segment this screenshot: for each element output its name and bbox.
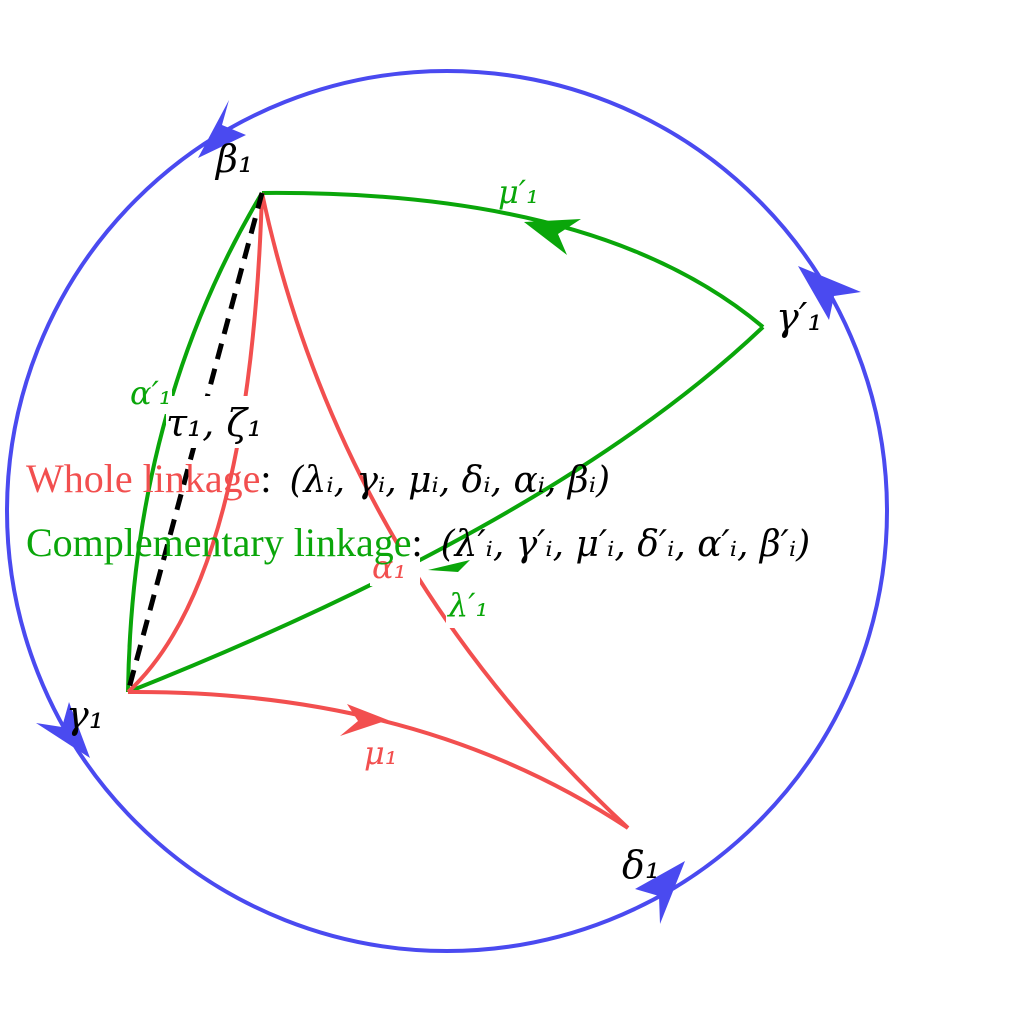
label-mu1-prime: μ′₁ [498,173,539,211]
red-alpha1-curve [260,192,630,830]
green-mu1-prime-curve [261,190,765,329]
circle-arrow-bottom [635,861,685,924]
label-lambda1-prime: λ′₁ [446,586,488,624]
legend-whole-colon: : [260,456,271,501]
circle-arrow-top [198,100,246,158]
label-mask-alpha1 [370,546,420,586]
label-gamma1: γ₁ [66,693,104,737]
label-gamma1-prime: γ′₁ [776,295,823,339]
red-mu1-curve [127,689,630,830]
label-alpha1: α₁ [372,548,406,586]
label-beta1: β₁ [214,137,253,181]
label-mask-tau-zeta [166,396,270,448]
legend-comp-tuple: (λ′ᵢ, γ′ᵢ, μ′ᵢ, δ′ᵢ, α′ᵢ, β′ᵢ) [441,524,811,565]
red-tau-curve [126,192,264,694]
green-alpha1-prime-curve [126,191,264,693]
label-mask-alpha1-prime [128,370,172,414]
circle-arrow-left [36,702,90,758]
lambda1-prime-arrow [428,560,470,572]
label-tau-zeta: τ₁, ζ₁ [166,401,262,445]
legend-whole-tuple: (λᵢ, γᵢ, μᵢ, δᵢ, αᵢ, βᵢ) [289,460,610,501]
mu1-arrow [340,704,388,736]
legend-comp-colon: : [411,520,422,565]
label-mask-lambda1-prime [446,572,498,628]
boundary-circle [5,69,889,953]
label-mu1: μ₁ [364,734,398,772]
dashed-geodesic [125,192,265,693]
legend-whole-name: Whole linkage [26,456,260,501]
mu1-prime-arrow [524,219,581,255]
legend-comp-name: Complementary linkage [26,520,411,565]
label-delta1: δ₁ [622,843,660,887]
circle-arrow-right [798,266,861,320]
green-lambda1-prime-curve [127,325,765,694]
legend-whole: Whole linkage: (λᵢ, γᵢ, μᵢ, δᵢ, αᵢ, βᵢ) [26,456,610,501]
label-alpha1-prime: α′₁ [130,374,172,412]
legend-complementary: Complementary linkage: (λ′ᵢ, γ′ᵢ, μ′ᵢ, δ′… [26,520,810,565]
